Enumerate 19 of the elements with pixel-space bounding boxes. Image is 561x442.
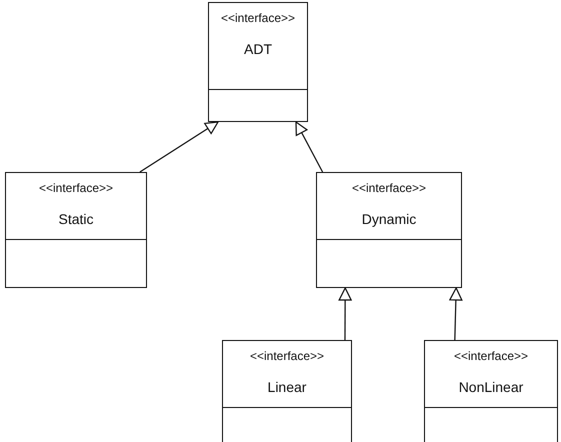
interface-class-box bbox=[208, 2, 308, 122]
interface-class-box bbox=[424, 340, 558, 442]
stereotype-label: <<interface>> bbox=[220, 11, 296, 25]
class-name: ADT bbox=[243, 41, 273, 57]
class-name: Dynamic bbox=[360, 211, 418, 227]
stereotype-label: <<interface>> bbox=[452, 349, 530, 363]
stereotype-label: <<interface>> bbox=[248, 349, 326, 363]
generalization-arrow bbox=[140, 121, 219, 172]
class-name: Static bbox=[57, 211, 94, 227]
class-name: NonLinear bbox=[458, 379, 524, 395]
stereotype-label: <<interface>> bbox=[350, 181, 428, 195]
generalization-arrow bbox=[449, 287, 462, 340]
interface-class-box bbox=[222, 340, 352, 442]
generalization-arrow bbox=[295, 121, 324, 172]
stereotype-label: <<interface>> bbox=[38, 181, 114, 195]
interface-class-box bbox=[5, 172, 147, 288]
class-name: Linear bbox=[266, 379, 308, 395]
interface-class-box bbox=[316, 172, 462, 288]
generalization-arrow bbox=[338, 287, 352, 340]
